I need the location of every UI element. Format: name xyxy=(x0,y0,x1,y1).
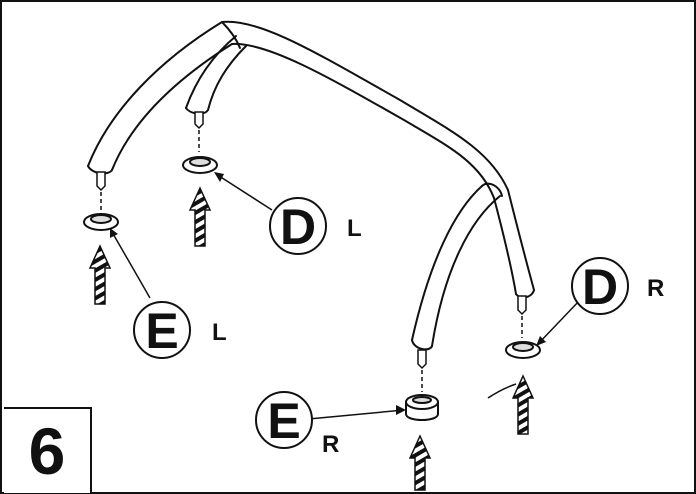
callout-side: L xyxy=(212,319,227,346)
leader-arrowheads xyxy=(110,172,546,415)
foot-dr xyxy=(505,341,541,359)
callout-dl: D L xyxy=(269,197,362,255)
leg-pins xyxy=(96,111,527,370)
foot-el xyxy=(83,213,119,231)
step-number-box: 6 xyxy=(4,407,92,493)
callout-side: R xyxy=(322,431,339,458)
foot-dl xyxy=(182,156,218,174)
callout-letter: D xyxy=(582,259,618,315)
callout-dr: D R xyxy=(571,257,664,315)
callout-er: E R xyxy=(255,391,339,458)
arrow-el-icon xyxy=(88,244,112,305)
callout-letter: D xyxy=(280,199,316,255)
callout-el: E L xyxy=(133,301,227,359)
arrow-dr-icon xyxy=(511,374,535,435)
callout-side: L xyxy=(347,215,362,242)
step-number: 6 xyxy=(28,414,66,488)
pin-dl xyxy=(194,111,204,130)
arrow-er-icon xyxy=(408,434,432,491)
callout-letter: E xyxy=(267,393,300,449)
leader-lines xyxy=(111,173,581,421)
pin-dr xyxy=(517,295,527,316)
pin-er xyxy=(417,349,427,370)
arrow-dl-icon xyxy=(188,186,212,247)
foot-er xyxy=(405,394,439,421)
pin-el xyxy=(96,171,106,192)
callout-letter: E xyxy=(145,303,178,359)
callout-side: R xyxy=(647,275,664,302)
tube-frame xyxy=(87,20,535,351)
guide-lines xyxy=(100,130,523,392)
